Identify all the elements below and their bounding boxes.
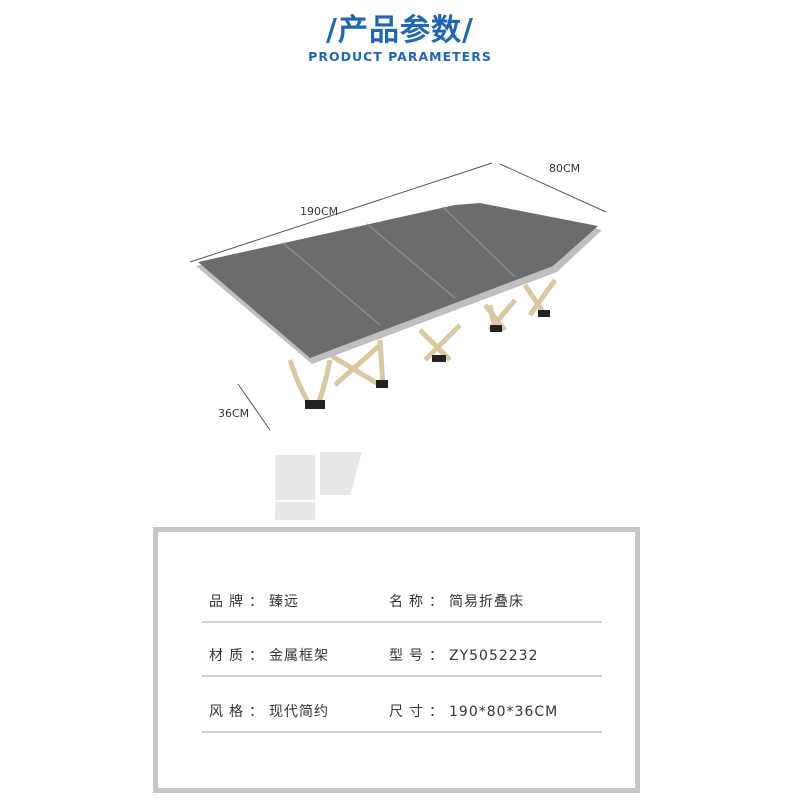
param-value: 简易折叠床 [449, 594, 524, 610]
param-value: 190*80*36CM [449, 704, 559, 720]
param-label: 材质： [209, 648, 269, 664]
param-value: 现代简约 [269, 704, 329, 720]
param-label: 品牌： [209, 594, 269, 610]
watermark [275, 452, 362, 520]
table-row: 品牌：臻远 名称：简易折叠床 [202, 591, 602, 623]
mattress [198, 203, 598, 358]
page-subtitle: PRODUCT PARAMETERS [308, 49, 492, 64]
param-label: 名称： [389, 594, 449, 610]
param-value: 金属框架 [269, 648, 329, 664]
height-label: 36CM [218, 407, 250, 420]
param-value: 臻远 [269, 594, 299, 610]
folding-bed-image [189, 162, 607, 520]
table-row: 材质：金属框架 型号：ZY5052232 [202, 645, 602, 677]
table-row: 风格：现代简约 尺寸：190*80*36CM [202, 701, 602, 733]
width-label: 80CM [549, 162, 581, 175]
param-label: 型号： [389, 648, 449, 664]
length-label: 190CM [300, 205, 339, 218]
page-title: /产品参数/ [326, 13, 474, 48]
parameters-table: 品牌：臻远 名称：简易折叠床 材质：金属框架 型号：ZY5052232 风格：现… [153, 527, 640, 793]
param-label: 尺寸： [389, 704, 449, 720]
param-label: 风格： [209, 704, 269, 720]
param-value: ZY5052232 [449, 648, 539, 664]
dimension-lines [189, 162, 607, 431]
